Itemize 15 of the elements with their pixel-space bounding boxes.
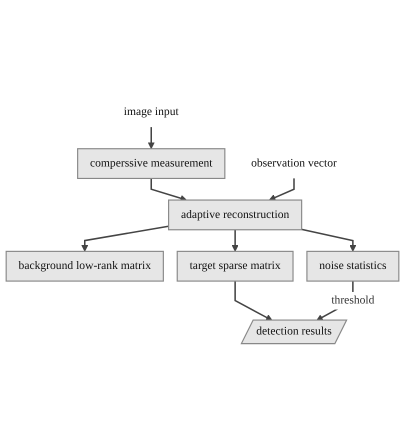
arrow bbox=[81, 226, 169, 252]
node-text: image input bbox=[124, 106, 179, 118]
arrow bbox=[301, 228, 356, 252]
arrow bbox=[234, 281, 273, 321]
arrow bbox=[148, 127, 155, 150]
arrow bbox=[268, 178, 295, 201]
node-box: comperssive measurement bbox=[77, 148, 226, 180]
node-box: target sparse matrix bbox=[176, 250, 294, 282]
node-box: adaptive reconstruction bbox=[168, 199, 302, 230]
node-text: observation vector bbox=[251, 157, 337, 170]
arrow bbox=[232, 230, 239, 252]
node-box: background low-rank matrix bbox=[6, 250, 164, 282]
node-box: noise statistics bbox=[306, 250, 400, 282]
edge-label: threshold bbox=[331, 294, 374, 307]
arrow bbox=[150, 178, 187, 202]
